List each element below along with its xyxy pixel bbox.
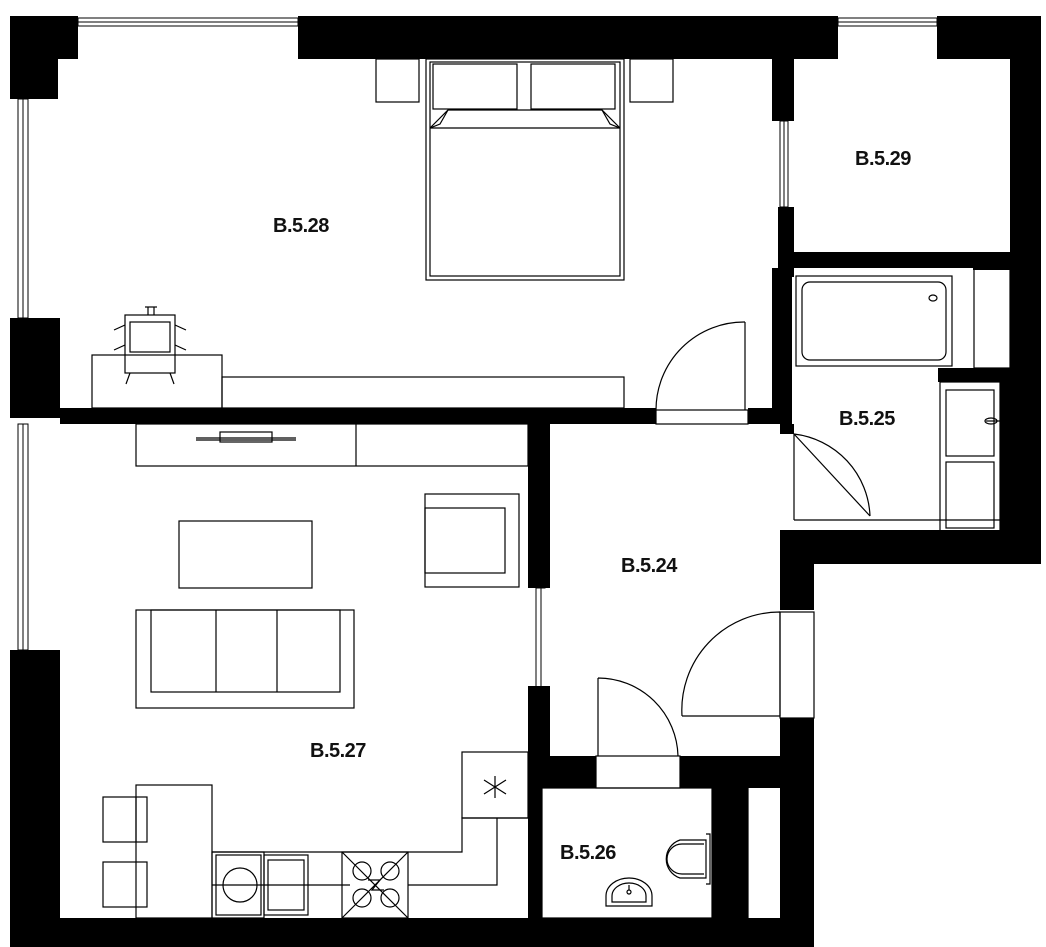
doors xyxy=(595,321,871,789)
walls xyxy=(10,16,1041,947)
room-label-bathroom: B.5.25 xyxy=(839,408,895,430)
room-outlines xyxy=(747,519,1000,918)
windows xyxy=(17,17,938,686)
room-label-wc: B.5.26 xyxy=(560,842,616,864)
bathroom-fixtures xyxy=(795,267,1011,533)
wc-fixtures xyxy=(541,787,713,919)
living-furniture xyxy=(102,423,529,919)
room-label-living: B.5.27 xyxy=(310,740,366,762)
bedroom-furniture xyxy=(91,58,674,409)
room-label-hall: B.5.24 xyxy=(621,555,677,577)
room-label-storage: B.5.29 xyxy=(855,148,911,170)
room-label-bedroom: B.5.28 xyxy=(273,215,329,237)
